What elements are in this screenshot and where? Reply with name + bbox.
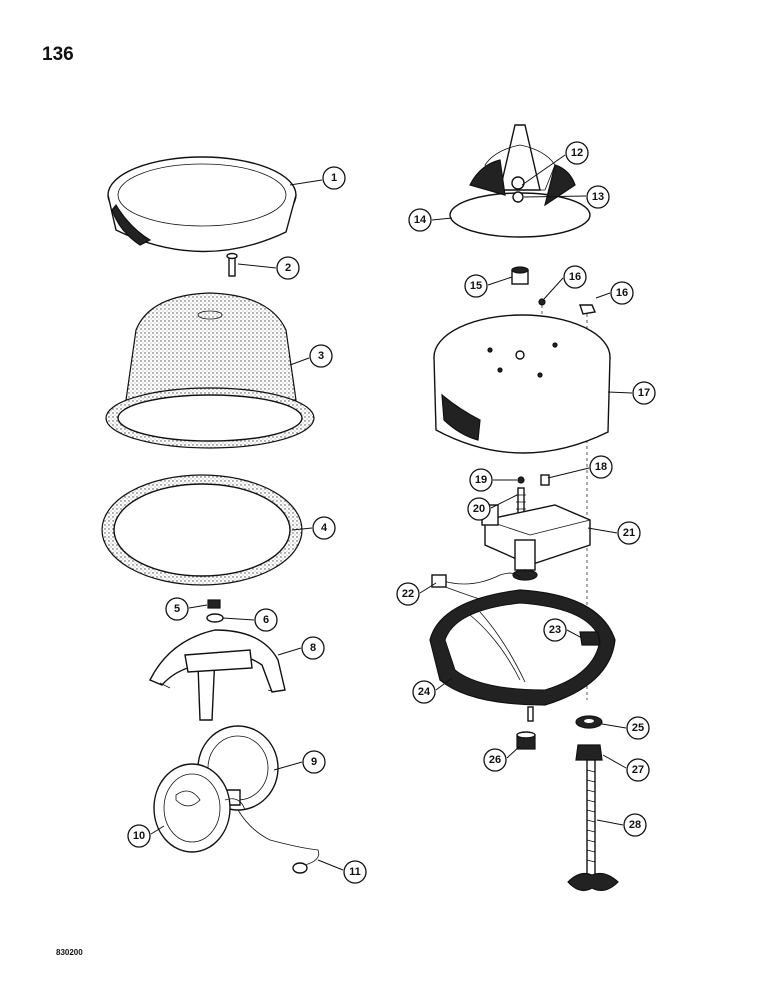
callout-20: 15	[464, 274, 488, 298]
motor-mount-part-26	[481, 504, 591, 581]
callout-label: 26	[489, 754, 501, 766]
callout-label: 13	[592, 191, 604, 203]
washer-part-3	[575, 715, 603, 729]
callout-13: 5	[165, 597, 189, 621]
base-housing-part-22	[433, 314, 611, 454]
callout-label: 1	[331, 172, 337, 184]
callout-1: 28	[623, 813, 647, 837]
callout-label: 14	[414, 214, 427, 226]
callout-label: 23	[549, 624, 561, 636]
clip-part-24	[517, 476, 525, 484]
callout-label: 27	[632, 764, 644, 776]
callout-9: 1	[322, 166, 346, 190]
page-number: 136	[42, 44, 74, 65]
callout-label: 11	[349, 866, 361, 878]
gasket-part-12	[101, 474, 303, 586]
mount-part-2	[579, 631, 601, 646]
callout-22: 17	[632, 381, 656, 405]
nut-part-13	[207, 599, 221, 609]
callout-label: 22	[402, 588, 414, 600]
callout-18: 13	[586, 185, 610, 209]
wire-part-28	[237, 809, 320, 874]
nut-part-4	[579, 304, 596, 700]
callout-label: 4	[321, 522, 328, 534]
callout-label: 3	[318, 350, 324, 362]
callout-label: 5	[174, 603, 180, 615]
callout-17: 12	[565, 141, 589, 165]
screw-part-10	[226, 252, 238, 277]
callout-label: 16	[616, 287, 628, 299]
callout-label: 12	[571, 147, 583, 159]
callout-label: 18	[595, 461, 607, 473]
callout-label: 9	[311, 756, 317, 768]
callout-3: 25	[626, 716, 650, 740]
callout-24: 19	[469, 468, 493, 492]
callout-label: 17	[638, 387, 650, 399]
threaded-rod-part-1	[567, 759, 619, 892]
callout-label: 16	[569, 271, 581, 283]
callout-6: 26	[483, 748, 507, 772]
callout-25: 20	[467, 497, 491, 521]
callout-10: 2	[276, 256, 300, 280]
callout-8: 22	[396, 582, 420, 606]
callout-4: 16	[610, 281, 634, 305]
callout-label: 28	[629, 819, 641, 831]
callout-label: 25	[632, 722, 644, 734]
callout-19: 14	[408, 208, 432, 232]
callout-label: 8	[310, 642, 316, 654]
pin-under-ring	[527, 706, 534, 722]
callout-14: 6	[254, 608, 278, 632]
callout-28: 11	[343, 860, 367, 884]
callout-23: 18	[589, 455, 613, 479]
grommet-part-5	[575, 744, 603, 761]
callout-5: 27	[626, 758, 650, 782]
bearing-part-20	[511, 266, 529, 285]
callout-label: 10	[133, 830, 145, 842]
callout-12: 4	[312, 516, 336, 540]
callout-2: 23	[543, 618, 567, 642]
callout-16-lower: 10	[127, 824, 151, 848]
callout-16-upper: 9	[302, 750, 326, 774]
callout-label: 20	[473, 503, 485, 515]
figure-code: 830200	[56, 948, 83, 957]
spacer-part-23	[540, 474, 550, 486]
callout-label: 24	[418, 686, 431, 698]
callout-26: 21	[617, 521, 641, 545]
callout-15: 8	[301, 636, 325, 660]
plug-part-6	[516, 731, 536, 750]
lamp-assembly-part-16	[153, 725, 279, 853]
callout-label: 15	[470, 280, 482, 292]
callout-label: 21	[623, 527, 635, 539]
callout-27: 24	[412, 680, 436, 704]
washer-part-14	[206, 613, 224, 623]
dome-lens-part-11	[105, 292, 315, 449]
callout-label: 2	[285, 262, 291, 274]
callout-21: 16	[563, 265, 587, 289]
ring-part-9	[107, 156, 297, 253]
callout-label: 19	[475, 474, 487, 486]
bracket-part-15	[149, 629, 286, 721]
callout-label: 6	[263, 614, 269, 626]
callout-11: 3	[309, 344, 333, 368]
leader-lines	[150, 154, 633, 871]
motor-plate-part-19	[449, 124, 591, 238]
